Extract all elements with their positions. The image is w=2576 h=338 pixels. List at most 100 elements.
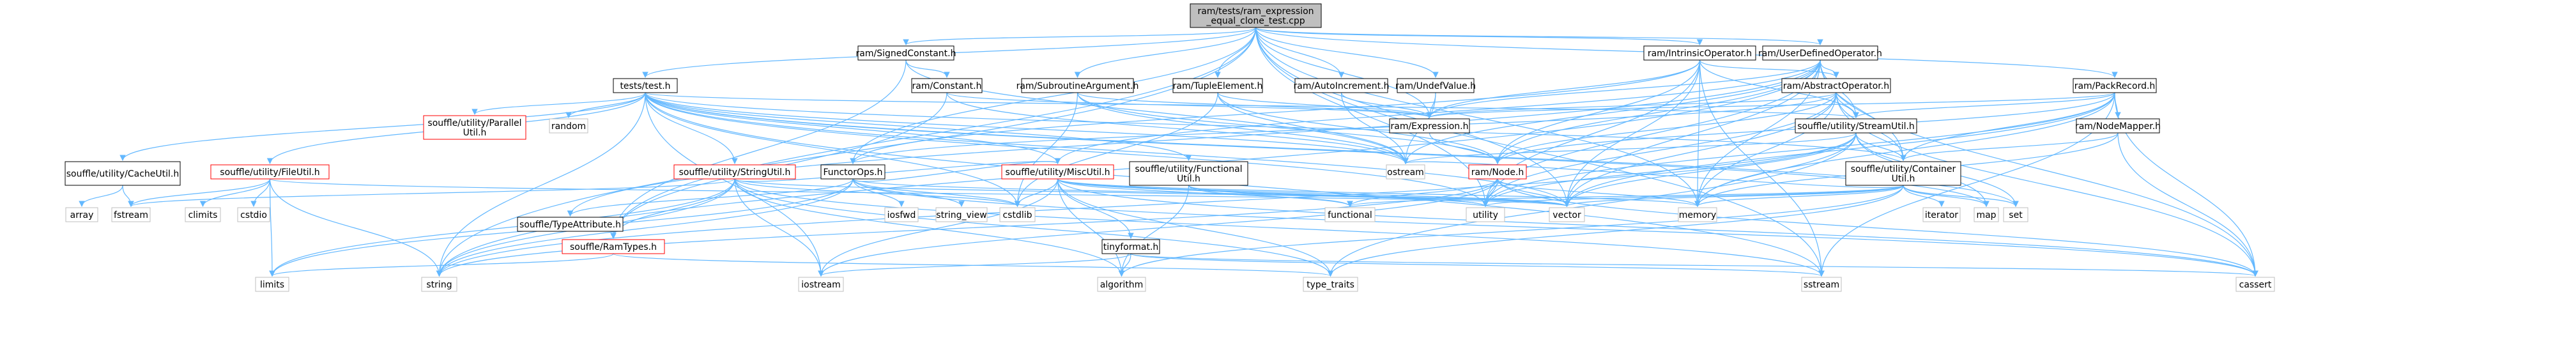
dependency-edge (946, 92, 1432, 118)
node-miscutil[interactable]: souffle/utility/MiscUtil.h (1001, 164, 1114, 180)
node-climits: climits (185, 207, 221, 222)
node-label: iterator (1925, 210, 1958, 220)
dependency-edge (1699, 59, 1839, 78)
dependency-edge (734, 178, 1125, 277)
dependency-edge (1255, 27, 1345, 78)
node-box (673, 164, 796, 180)
node-nodemapper[interactable]: ram/NodeMapper.h (2075, 118, 2161, 134)
node-ramtypes[interactable]: souffle/RamTypes.h (562, 239, 665, 254)
node-box (1101, 239, 1160, 254)
dependency-edge (1699, 59, 1859, 118)
node-label: ram/SignedConstant.h (856, 49, 956, 59)
node-label: functional (1328, 210, 1372, 220)
dependency-edge (1217, 92, 1409, 164)
node-teststest[interactable]: tests/test.h (613, 78, 678, 93)
node-map: map (1974, 207, 1999, 222)
dependency-edge (1903, 185, 2019, 207)
dependency-edge (1903, 185, 1989, 207)
node-label: ram/tests/ram_expression (1197, 6, 1314, 17)
node-box (1021, 78, 1134, 93)
node-label: souffle/utility/Container (1851, 164, 1956, 174)
dependency-edge (269, 178, 735, 277)
node-root[interactable]: ram/tests/ram_expression_equal_clone_tes… (1190, 3, 1322, 28)
node-box (111, 207, 151, 222)
dependency-edge (269, 253, 614, 277)
node-box (613, 78, 678, 93)
node-box (1801, 277, 1842, 292)
node-signedconst[interactable]: ram/SignedConstant.h (856, 45, 956, 61)
node-label: souffle/utility/MiscUtil.h (1006, 167, 1110, 178)
node-label: array (70, 210, 94, 220)
node-subroutine[interactable]: ram/SubroutineArgument.h (1016, 78, 1139, 93)
edge-layer (79, 27, 2258, 277)
dependency-edge (645, 92, 1570, 207)
dependency-edge (1255, 27, 1570, 207)
dependency-edge (1118, 253, 1131, 277)
node-label: random (551, 121, 586, 132)
node-box (1922, 207, 1961, 222)
node-string: string (421, 277, 457, 292)
dependency-edge (852, 178, 1021, 207)
dependency-edge (1340, 92, 1409, 164)
node-label: string (426, 280, 452, 290)
dependency-edge (119, 92, 646, 161)
dependency-edge (852, 158, 1061, 182)
dependency-edge (610, 59, 907, 239)
dependency-edge (1694, 92, 1837, 207)
dependency-edge (1427, 92, 2115, 118)
node-label: ram/UserDefinedOperator.h (1758, 49, 1882, 59)
node-label: Util.h (1177, 174, 1200, 184)
dependency-edge (1482, 92, 2115, 207)
node-box (999, 207, 1036, 222)
dependency-edge (734, 178, 1570, 207)
node-label: ram/PackRecord.h (2074, 81, 2156, 91)
node-fileutil[interactable]: souffle/utility/FileUtil.h (210, 164, 330, 180)
dependency-edge (269, 178, 275, 277)
node-label: ram/NodeMapper.h (2075, 121, 2161, 132)
node-typeattr[interactable]: souffle/TypeAttribute.h (517, 217, 624, 232)
node-streamutil[interactable]: souffle/utility/StreamUtil.h (1795, 118, 1917, 134)
dependency-edge (1427, 92, 1837, 118)
node-label: map (1976, 210, 1996, 220)
node-label: tests/test.h (620, 81, 670, 91)
node-label: ram/Expression.h (1390, 121, 1468, 132)
node-box (237, 207, 270, 222)
node-stringutil[interactable]: souffle/utility/StringUtil.h (673, 164, 796, 180)
node-box (1397, 78, 1475, 93)
node-fstream: fstream (111, 207, 151, 222)
node-ramnode[interactable]: ram/Node.h (1468, 164, 1527, 180)
node-undef[interactable]: ram/UndefValue.h (1395, 78, 1476, 93)
node-type-traits: type_traits (1303, 277, 1358, 292)
node-packrecord[interactable]: ram/PackRecord.h (2073, 78, 2157, 93)
dependency-edge (734, 178, 824, 277)
dependency-edge (1217, 92, 1433, 118)
node-cacheutil[interactable]: souffle/utility/CacheUtil.h (65, 161, 181, 186)
dependency-edge (1482, 59, 1821, 207)
node-abstractop[interactable]: ram/AbstractOperator.h (1781, 78, 1891, 93)
node-userdef[interactable]: ram/UserDefinedOperator.h (1758, 45, 1882, 61)
node-autoinc[interactable]: ram/AutoIncrement.h (1294, 78, 1390, 93)
node-box (549, 118, 588, 134)
node-functorops[interactable]: FunctorOps.h (820, 164, 885, 180)
node-sstream: sstream (1801, 277, 1842, 292)
node-label: _equal_clone_test.cpp (1206, 16, 1305, 26)
dependency-edge (128, 178, 271, 207)
dependency-edge (905, 59, 950, 78)
dependency-edge (1426, 59, 1821, 118)
dependency-edge (734, 178, 1334, 277)
node-tinyformat[interactable]: tinyformat.h (1101, 239, 1160, 254)
node-box (1001, 164, 1114, 180)
node-expression[interactable]: ram/Expression.h (1389, 118, 1470, 134)
node-label: souffle/utility/CacheUtil.h (66, 169, 180, 180)
node-box (1974, 207, 1999, 222)
node-label: ram/AbstractOperator.h (1783, 81, 1889, 91)
node-constant[interactable]: ram/Constant.h (911, 78, 983, 93)
dependency-edge (946, 92, 1409, 164)
node-box (1781, 78, 1891, 93)
node-tuple[interactable]: ram/TupleElement.h (1172, 78, 1263, 93)
dependency-edge (1077, 92, 1433, 118)
node-intrinsic[interactable]: ram/IntrinsicOperator.h (1643, 45, 1756, 61)
